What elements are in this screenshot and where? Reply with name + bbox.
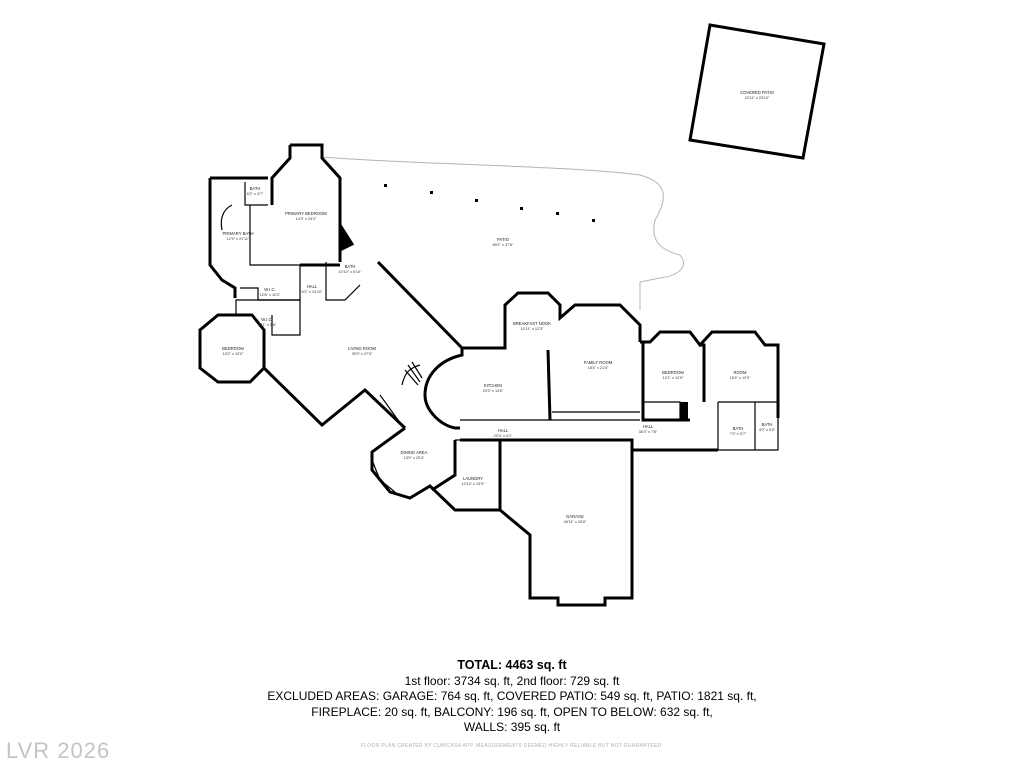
room-dims: 15'4" x 12'9" [730,376,751,380]
walls-area: WALLS: 395 sq. ft [463,720,561,734]
family-room-label: FAMILY ROOM [584,360,613,365]
laundry-dims: 12'10" x 13'9" [462,482,486,486]
covered-patio-dims: 22'11" x 23'10" [745,96,770,100]
wic-1-dims: 12'8" x 10'2" [260,293,281,297]
primary-bedroom-dims: 14'3" x 24'2" [296,217,317,221]
bath-right-1-dims: 7'2" x 5'7" [730,432,747,436]
central-core-walls [401,291,642,430]
hall-left-dims: 6'2" x 14'10" [302,290,323,294]
patio-outline [321,156,684,310]
breakfast-nook-label: BREAKFAST NOOK [513,321,551,326]
primary-suite-walls [208,143,464,350]
bath-top-dims: 6'2" x 4'7" [247,192,264,196]
breakfast-nook-dims: 10'11" x 12'3" [521,327,544,331]
primary-bedroom-label: PRIMARY BEDROOM [285,211,327,216]
living-room-label: LIVING ROOM [348,346,376,351]
disclaimer: FLOOR PLAN CREATED BY CUBICASA APP. MEAS… [360,743,664,749]
hall-garage-walls [431,438,718,607]
room-labels: COVERED PATIO 22'11" x 23'10" PATIO 69'2… [222,90,776,524]
right-wing-walls [640,330,780,451]
patio-posts [384,184,595,222]
patio-label: PATIO [497,237,510,242]
covered-patio-label: COVERED PATIO [740,90,775,95]
laundry-label: LAUNDRY [463,476,483,481]
bath-right-2-label: BATH [762,422,773,427]
bedroom-right-label: BEDROOM [662,370,684,375]
area-summary: TOTAL: 4463 sq. ft 1st floor: 3734 sq. f… [0,658,1024,736]
garage-label: GARAGE [566,514,584,519]
bath-right-1-label: BATH [733,426,744,431]
bedroom-left-dims: 13'2" x 13'0" [223,352,244,356]
excluded-areas-line-2: FIREPLACE: 20 sq. ft, BALCONY: 196 sq. f… [311,704,713,719]
excluded-areas-line-1: EXCLUDED AREAS: GARAGE: 764 sq. ft, COVE… [267,689,757,703]
hall-center-dims: 20'4" x 4'1" [494,434,513,438]
wic-1-label: W.I.C. [264,287,275,292]
dining-area-dims: 13'0" x 20'4" [404,456,425,460]
family-room-dims: 18'4" x 21'5" [588,366,609,370]
primary-bath-dims: 12'9" x 21'11" [227,237,250,241]
watermark: LVR 2026 [6,738,111,763]
wic-2-label: W.I.C. [261,317,272,322]
living-room-walls [262,366,407,430]
bath-top-label: BATH [250,186,261,191]
bedroom-right-dims: 12'1" x 12'9" [663,376,684,380]
bath-mid-label: BATH [345,264,356,269]
hall-left-label: HALL [307,284,318,289]
floor-areas: 1st floor: 3734 sq. ft, 2nd floor: 729 s… [404,673,620,688]
kitchen-label: KITCHEN [484,383,502,388]
hall-right-dims: 36'3" x 7'8" [639,430,658,434]
total-area: TOTAL: 4463 sq. ft [457,658,567,672]
hall-right-label: HALL [643,424,654,429]
bath-right-2-dims: 4'0" x 5'5" [759,428,776,432]
dining-area-walls [370,426,500,512]
bath-mid-dims: 10'10" x 5'10" [339,270,363,274]
covered-patio-outline [688,23,826,160]
garage-dims: 26'11" x 33'8" [564,520,587,524]
kitchen-dims: 20'3" x 14'6" [483,389,504,393]
hall-center-label: HALL [498,428,509,433]
primary-bath-label: PRIMARY BATH [223,231,254,236]
bedroom-left-outline [198,313,266,384]
dining-area-label: DINING AREA [401,450,428,455]
bedroom-left-label: BEDROOM [222,346,244,351]
wic-2-dims: 4'11" x 5'6" [258,323,277,327]
floor-plan-diagram: COVERED PATIO 22'11" x 23'10" PATIO 69'2… [198,23,826,607]
living-room-dims: 30'9" x 27'0" [352,352,373,356]
patio-dims: 69'2" x 37'6" [493,243,514,247]
room-label: ROOM [733,370,747,375]
